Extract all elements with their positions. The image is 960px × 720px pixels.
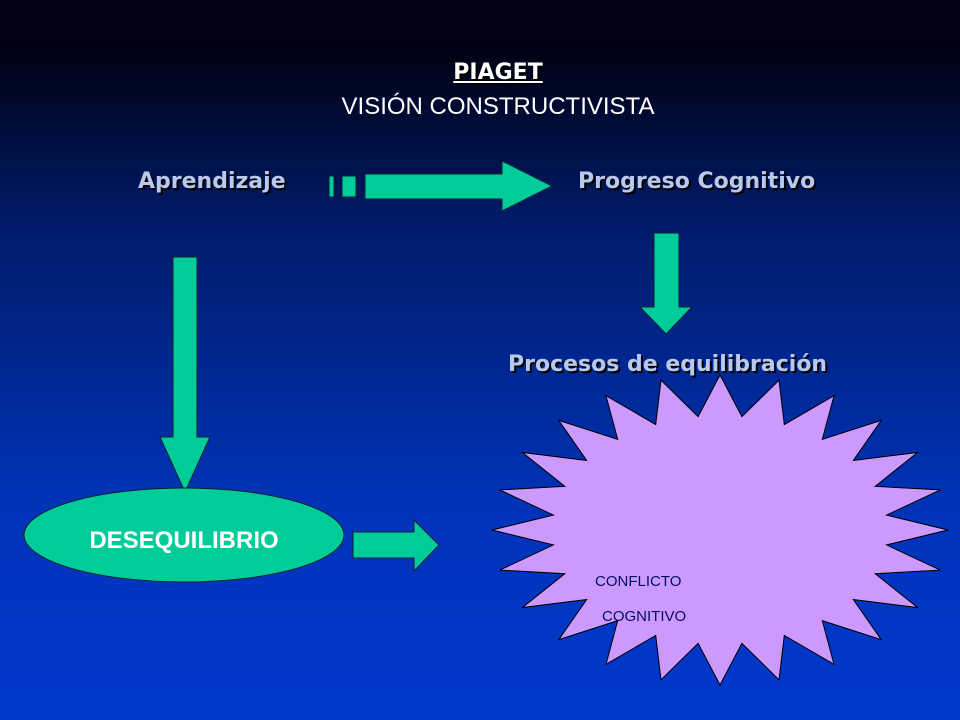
conflicto-starburst: [491, 373, 949, 687]
arrow-progreso-to-procesos: [638, 232, 694, 335]
arrow-body: [364, 160, 554, 212]
desequilibrio-ellipse: [23, 487, 345, 583]
node-progreso-cognitivo: Progreso Cognitivo: [578, 169, 816, 194]
node-conflicto-line1: CONFLICTO: [595, 573, 682, 590]
slide-subtitle: VISIÓN CONSTRUCTIVISTA: [341, 93, 655, 120]
node-procesos-equilibracion: Procesos de equilibración: [508, 352, 828, 377]
node-conflicto-line2: COGNITIVO: [602, 608, 687, 625]
arrow-stripe: [328, 175, 335, 198]
arrow-aprendizaje-to-progreso: [328, 160, 554, 212]
node-desequilibrio: DESEQUILIBRIO: [89, 527, 279, 554]
slide-title: PIAGET: [453, 60, 543, 85]
node-aprendizaje: Aprendizaje: [138, 169, 286, 194]
arrow-desequilibrio-to-conflicto: [352, 518, 440, 573]
arrow-stripe: [341, 175, 357, 198]
arrow-aprendizaje-to-desequilibrio: [159, 256, 211, 494]
